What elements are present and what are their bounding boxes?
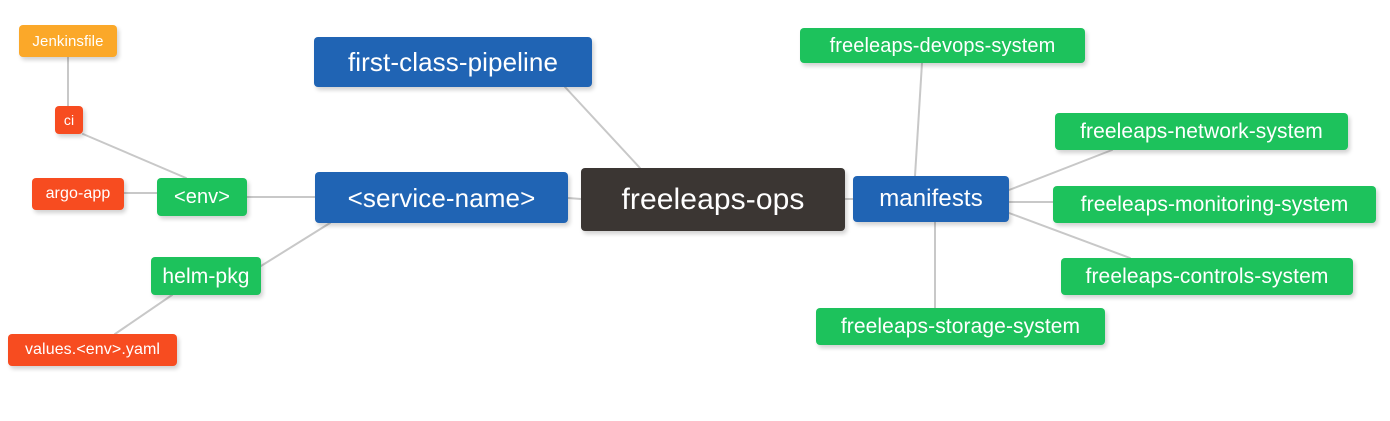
edge-manifests-to-freeleaps-network-system [1008, 149, 1113, 191]
node-freeleaps-controls-system[interactable]: freeleaps-controls-system [1061, 258, 1353, 295]
node-label: freeleaps-controls-system [1085, 265, 1329, 288]
node-label: freeleaps-monitoring-system [1080, 193, 1349, 216]
node-label: freeleaps-storage-system [840, 315, 1081, 338]
node-jenkinsfile[interactable]: Jenkinsfile [19, 25, 117, 57]
node-first-class-pipeline[interactable]: first-class-pipeline [314, 37, 592, 87]
node-label: <service-name> [347, 182, 536, 213]
node-values-env-yaml[interactable]: values.<env>.yaml [8, 334, 177, 366]
node-label: manifests [879, 185, 983, 212]
node-label: ci [63, 112, 75, 128]
node-label: freeleaps-ops [621, 182, 805, 216]
node-label: freeleaps-devops-system [829, 34, 1056, 57]
node-label: <env> [173, 186, 231, 208]
node-label: argo-app [45, 185, 111, 202]
node-freeleaps-ops[interactable]: freeleaps-ops [581, 168, 845, 231]
node-manifests[interactable]: manifests [853, 176, 1009, 222]
node-ci[interactable]: ci [55, 106, 83, 134]
node-argo-app[interactable]: argo-app [32, 178, 124, 210]
edge-service-name-to-helm-pkg [260, 222, 331, 267]
node-label: Jenkinsfile [32, 32, 104, 50]
node-service-name[interactable]: <service-name> [315, 172, 568, 223]
node-freeleaps-devops-system[interactable]: freeleaps-devops-system [800, 28, 1085, 63]
node-helm-pkg[interactable]: helm-pkg [151, 257, 261, 295]
edge-freeleaps-ops-to-first-class-pipeline [564, 86, 641, 169]
edge-helm-pkg-to-values-env-yaml [114, 294, 173, 335]
node-freeleaps-storage-system[interactable]: freeleaps-storage-system [816, 308, 1105, 345]
node-freeleaps-monitoring-system[interactable]: freeleaps-monitoring-system [1053, 186, 1376, 223]
edge-manifests-to-freeleaps-controls-system [1008, 212, 1131, 259]
node-freeleaps-network-system[interactable]: freeleaps-network-system [1055, 113, 1348, 150]
edge-manifests-to-freeleaps-devops-system [914, 62, 923, 177]
node-env[interactable]: <env> [157, 178, 247, 216]
node-label: helm-pkg [162, 264, 250, 288]
edge-freeleaps-ops-to-service-name [567, 197, 582, 200]
edge-env-to-ci [82, 133, 187, 179]
node-label: first-class-pipeline [347, 47, 559, 77]
node-label: values.<env>.yaml [24, 341, 161, 358]
node-label: freeleaps-network-system [1080, 120, 1323, 143]
